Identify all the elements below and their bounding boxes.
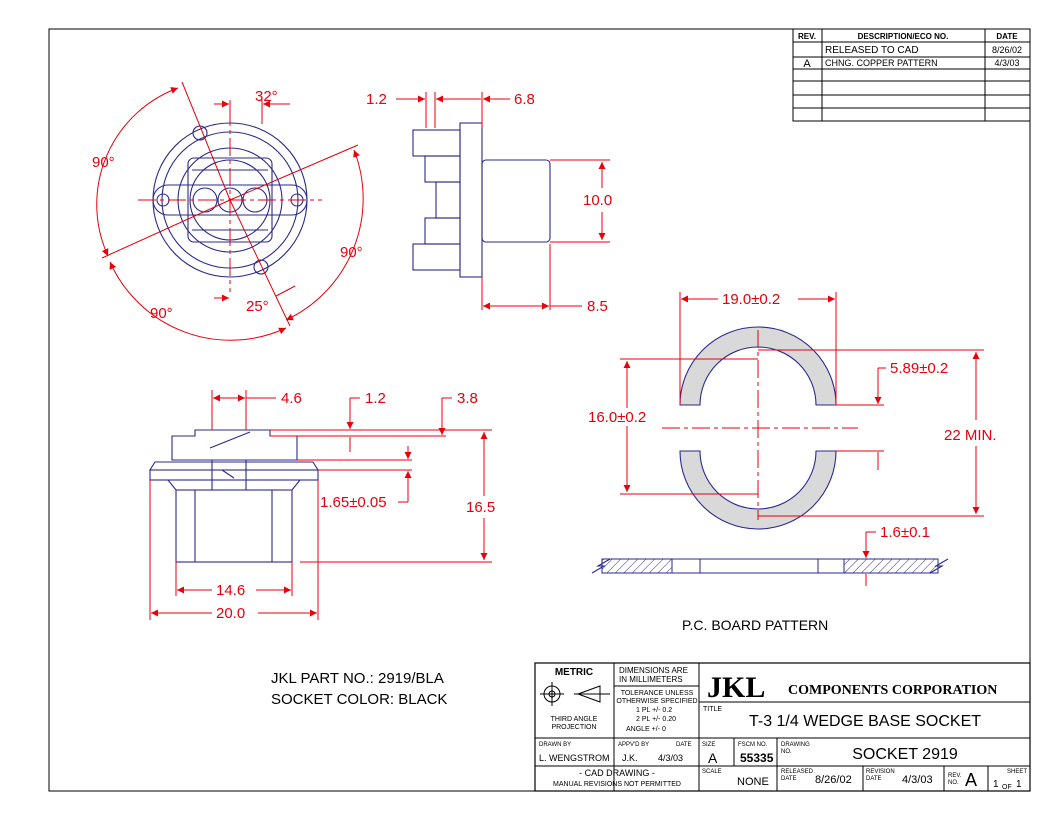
- released-label-1: RELEASED: [781, 769, 814, 775]
- pcb-dim-1: 19.0±0.2: [722, 291, 780, 308]
- approved-date: 4/3/03: [658, 753, 683, 763]
- rev-no-label-2: NO.: [948, 780, 959, 786]
- front-angle-left: 90°: [92, 154, 115, 171]
- revision-date: 4/3/03: [902, 774, 933, 786]
- front-angle-bottom: 25°: [246, 298, 269, 315]
- description-header: DESCRIPTION/ECO NO.: [858, 32, 949, 41]
- fscm-value: 55335: [740, 751, 774, 765]
- tolerance-5: ANGLE +/- 0: [626, 726, 666, 733]
- pcb-dim-3: 16.0±0.2: [588, 409, 646, 426]
- drawn-by-label: DRAWN BY: [539, 742, 571, 748]
- side-dim-4: 8.5: [587, 298, 608, 315]
- title-label: TITLE: [703, 706, 722, 713]
- drawing-number: SOCKET 2919: [852, 746, 958, 763]
- approved-by-label: APPV'D BY: [618, 742, 649, 748]
- bottom-view: 4.6 1.2 3.8 1.65±0.05 16.5 14.6 20.0: [149, 390, 495, 622]
- drawing-title: T-3 1/4 WEDGE BASE SOCKET: [749, 713, 981, 730]
- bottom-dim-2: 1.2: [365, 390, 386, 407]
- drawing-no-label-2: NO.: [781, 749, 792, 755]
- approved-date-label: DATE: [676, 742, 692, 748]
- metric-label: METRIC: [555, 667, 593, 678]
- bottom-dim-7: 20.0: [216, 605, 245, 622]
- revision-table: REV. DESCRIPTION/ECO NO. DATE RELEASED T…: [792, 28, 1031, 122]
- sheet-number: 1: [993, 779, 999, 790]
- size-label: SIZE: [702, 742, 715, 748]
- dims-are-1: DIMENSIONS ARE: [619, 666, 688, 675]
- rev-header: REV.: [798, 32, 816, 41]
- side-dim-2: 6.8: [514, 91, 535, 108]
- company-name: COMPONENTS CORPORATION: [788, 683, 997, 698]
- rev-row-2-rev: A: [803, 58, 811, 70]
- projection-icon: [540, 682, 610, 706]
- socket-color: SOCKET COLOR: BLACK: [271, 691, 447, 708]
- drawn-by: L. WENGSTROM: [539, 753, 610, 763]
- tolerance-4: 2 PL +/- 0.20: [636, 716, 676, 723]
- rev-row-2-desc: CHNG. COPPER PATTERN: [825, 58, 938, 68]
- bottom-dim-5: 16.5: [466, 499, 495, 516]
- company-logo: JKL: [707, 671, 765, 704]
- rev-value: A: [965, 770, 977, 790]
- side-dim-3: 10.0: [583, 192, 612, 209]
- pcb-dim-5: 1.6±0.1: [880, 524, 930, 541]
- fscm-label: FSCM NO.: [738, 742, 768, 748]
- bottom-dim-1: 4.6: [281, 390, 302, 407]
- approved-by: J.K.: [622, 753, 638, 763]
- tolerance-1: TOLERANCE UNLESS: [621, 690, 694, 697]
- pcb-pattern-view: 19.0±0.2 5.89±0.2 16.0±0.2 22 MIN. 1.6±0…: [588, 291, 997, 633]
- scale-value: NONE: [737, 776, 769, 788]
- revision-label-1: REVISION: [866, 769, 895, 775]
- front-angle-right: 90°: [340, 244, 363, 261]
- scale-label: SCALE: [702, 769, 722, 775]
- front-angle-top: 32°: [255, 88, 278, 105]
- third-angle-label-2: PROJECTION: [551, 724, 596, 731]
- part-number: JKL PART NO.: 2919/BLA: [271, 670, 444, 687]
- pcb-dim-2: 5.89±0.2: [890, 360, 948, 377]
- revision-label-2: DATE: [866, 776, 882, 782]
- rev-row-2-date: 4/3/03: [994, 58, 1019, 68]
- sheet-total: 1: [1016, 779, 1022, 790]
- sheet-of: OF: [1002, 784, 1012, 791]
- pcb-dim-4: 22 MIN.: [944, 427, 997, 444]
- front-angle-bottom-left: 90°: [150, 305, 173, 322]
- third-angle-label-1: THIRD ANGLE: [551, 716, 598, 723]
- rev-row-1-desc: RELEASED TO CAD: [825, 45, 919, 56]
- drawing-no-label-1: DRAWING: [781, 742, 810, 748]
- front-view: 32° 90° 90° 90° 25°: [92, 81, 364, 341]
- cad-notice-2: MANUAL REVISIONS NOT PERMITTED: [553, 781, 681, 788]
- bottom-dim-3: 3.8: [457, 390, 478, 407]
- sheet-label: SHEET: [1007, 769, 1027, 775]
- pcb-pad-bottom: [679, 450, 837, 530]
- size-value: A: [708, 750, 718, 766]
- date-header: DATE: [996, 32, 1018, 41]
- tolerance-3: 1 PL +/- 0.2: [636, 707, 672, 714]
- dims-are-2: IN MILLIMETERS: [619, 675, 683, 684]
- title-block: METRIC THIRD ANGLE PROJECTION DIMENSIONS…: [534, 662, 1031, 792]
- bottom-dim-4: 1.65±0.05: [320, 494, 387, 511]
- side-view: 1.2 6.8 10.0 8.5: [366, 91, 612, 315]
- bottom-dim-6: 14.6: [216, 582, 245, 599]
- released-label-2: DATE: [781, 776, 797, 782]
- pcb-label: P.C. BOARD PATTERN: [682, 617, 828, 633]
- cad-notice-1: - CAD DRAWING -: [579, 768, 655, 778]
- rev-no-label-1: REV.: [948, 773, 962, 779]
- released-date: 8/26/02: [815, 774, 852, 786]
- rev-row-1-date: 8/26/02: [992, 45, 1022, 55]
- side-dim-1: 1.2: [366, 91, 387, 108]
- tolerance-2: OTHERWISE SPECIFIED: [616, 698, 697, 705]
